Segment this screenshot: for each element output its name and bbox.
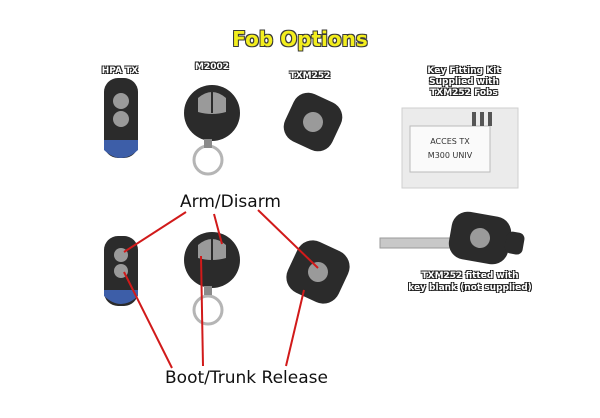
kit-label-line2: M300 UNIV xyxy=(428,151,473,160)
txm252-fob-top xyxy=(283,92,343,152)
callout-line-boot-hpa xyxy=(123,271,173,369)
callout-line-boot-m2002 xyxy=(200,255,204,367)
callout-line-arm-txm252 xyxy=(257,209,319,269)
callout-line-arm-hpa xyxy=(123,211,187,253)
label-kit-line1: Key Fitting Kit xyxy=(427,66,501,76)
label-kit-line3: TXM252 Fobs xyxy=(430,88,498,98)
label-fitted-line1: TXM252 fitted with xyxy=(421,271,519,281)
label-fitted-line2: key blank (not supplied) xyxy=(408,283,532,293)
key-fitting-kit-image: ACCES TX M300 UNIV xyxy=(401,107,519,189)
callout-arm-disarm: Arm/Disarm xyxy=(180,192,281,212)
txm252-key-blank-image xyxy=(379,211,525,265)
label-kit-line2: Supplied with xyxy=(429,77,499,87)
kit-label-line1: ACCES TX xyxy=(430,137,470,146)
txm252-fob-bottom xyxy=(286,240,350,304)
callout-boot-trunk-release: Boot/Trunk Release xyxy=(165,368,328,388)
page-title: Fob Options xyxy=(232,27,368,51)
callout-lines xyxy=(123,209,319,369)
callout-line-arm-m2002 xyxy=(213,213,223,245)
m2002-fob-bottom xyxy=(184,232,240,326)
callout-line-boot-txm252 xyxy=(285,289,305,367)
label-txm252: TXM252 xyxy=(289,71,331,81)
label-m2002: M2002 xyxy=(194,62,229,72)
m2002-fob-top xyxy=(184,85,240,176)
hpa-tx-fob-top xyxy=(104,78,138,158)
label-hpa-tx: HPA TX xyxy=(101,66,139,76)
hpa-tx-fob-bottom xyxy=(104,236,138,306)
